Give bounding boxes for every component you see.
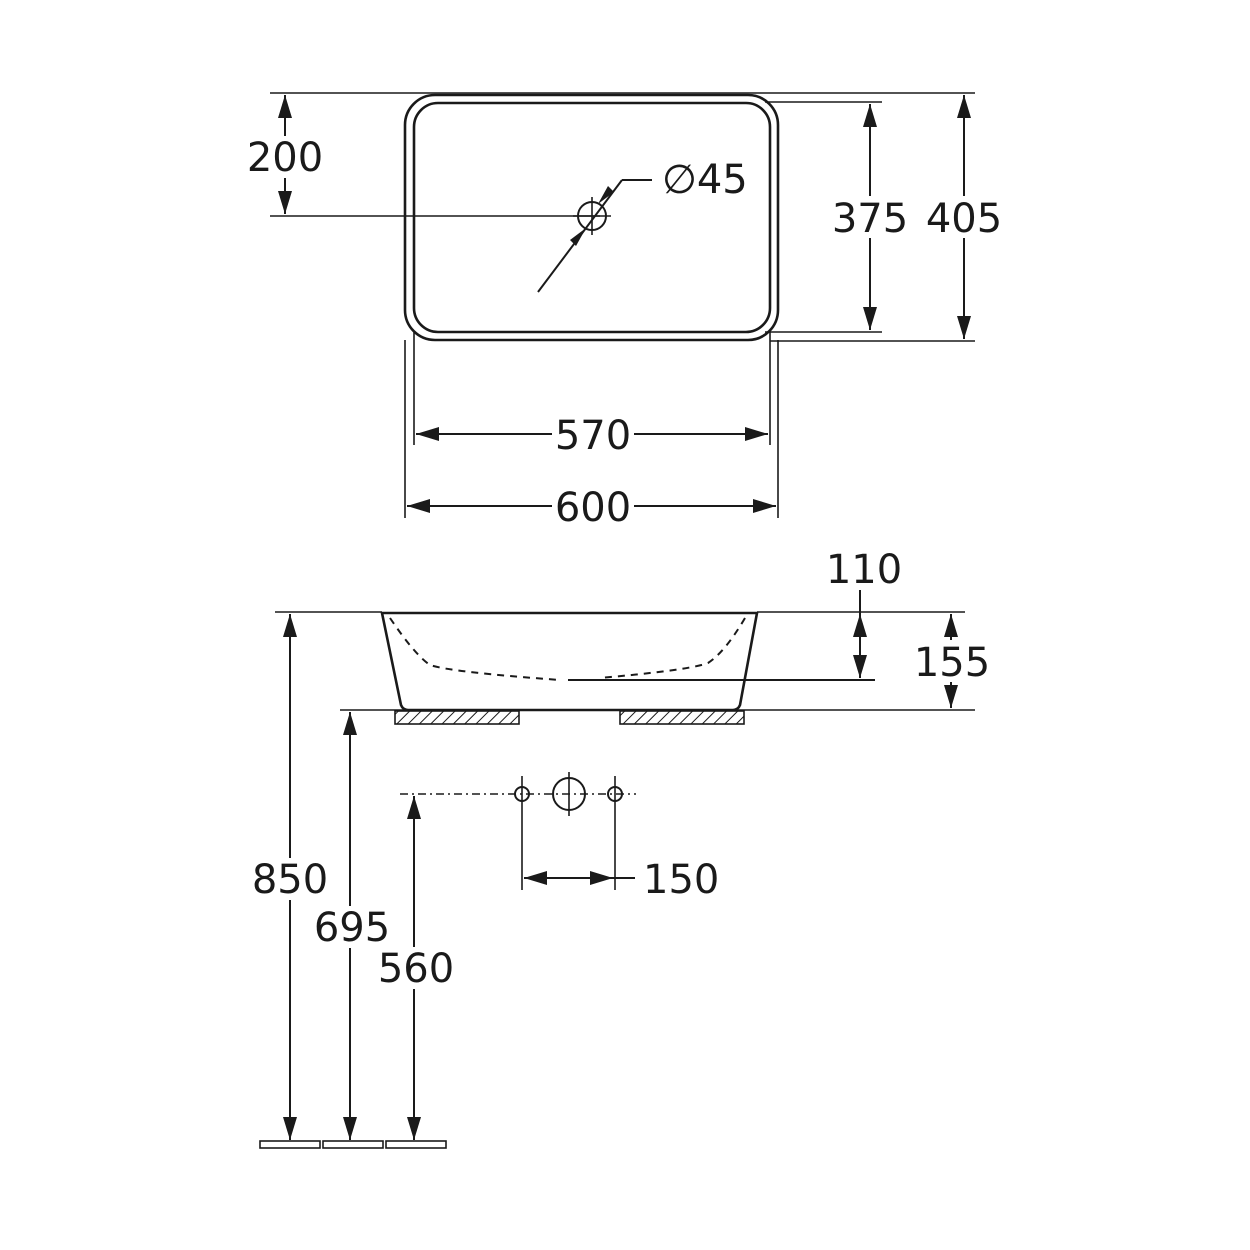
dim-drain-offset: 200	[247, 135, 323, 181]
dim-floor-to-counter: 695	[314, 905, 390, 951]
dim-bowl-depth: 110	[826, 547, 902, 593]
dim-inner-width: 570	[555, 413, 631, 459]
dim-total-height: 155	[914, 640, 990, 686]
counter-support-left	[394, 710, 520, 725]
counter-support-right	[619, 710, 745, 725]
basin-profile	[380, 611, 759, 712]
floor-block-2	[322, 1140, 384, 1149]
dim-floor-to-tap-holes: 560	[378, 946, 454, 992]
top-view: 200 375 405 ∅45 570 600	[245, 92, 1002, 531]
dim-drain-diameter: ∅45	[662, 157, 748, 203]
basin-outer-outline	[403, 93, 780, 342]
floor-block-3	[385, 1140, 447, 1149]
basin-inner-outline	[412, 101, 772, 334]
dim-tap-hole-spacing: 150	[643, 857, 719, 903]
dim-floor-to-rim: 850	[252, 857, 328, 903]
floor-block-1	[259, 1140, 321, 1149]
dim-outer-depth: 405	[926, 196, 1002, 242]
side-view: 110 155 150 850	[250, 547, 990, 1149]
bowl-hidden-line	[389, 617, 561, 681]
dim-outer-width: 600	[555, 485, 631, 531]
dim-inner-depth: 375	[832, 196, 908, 242]
